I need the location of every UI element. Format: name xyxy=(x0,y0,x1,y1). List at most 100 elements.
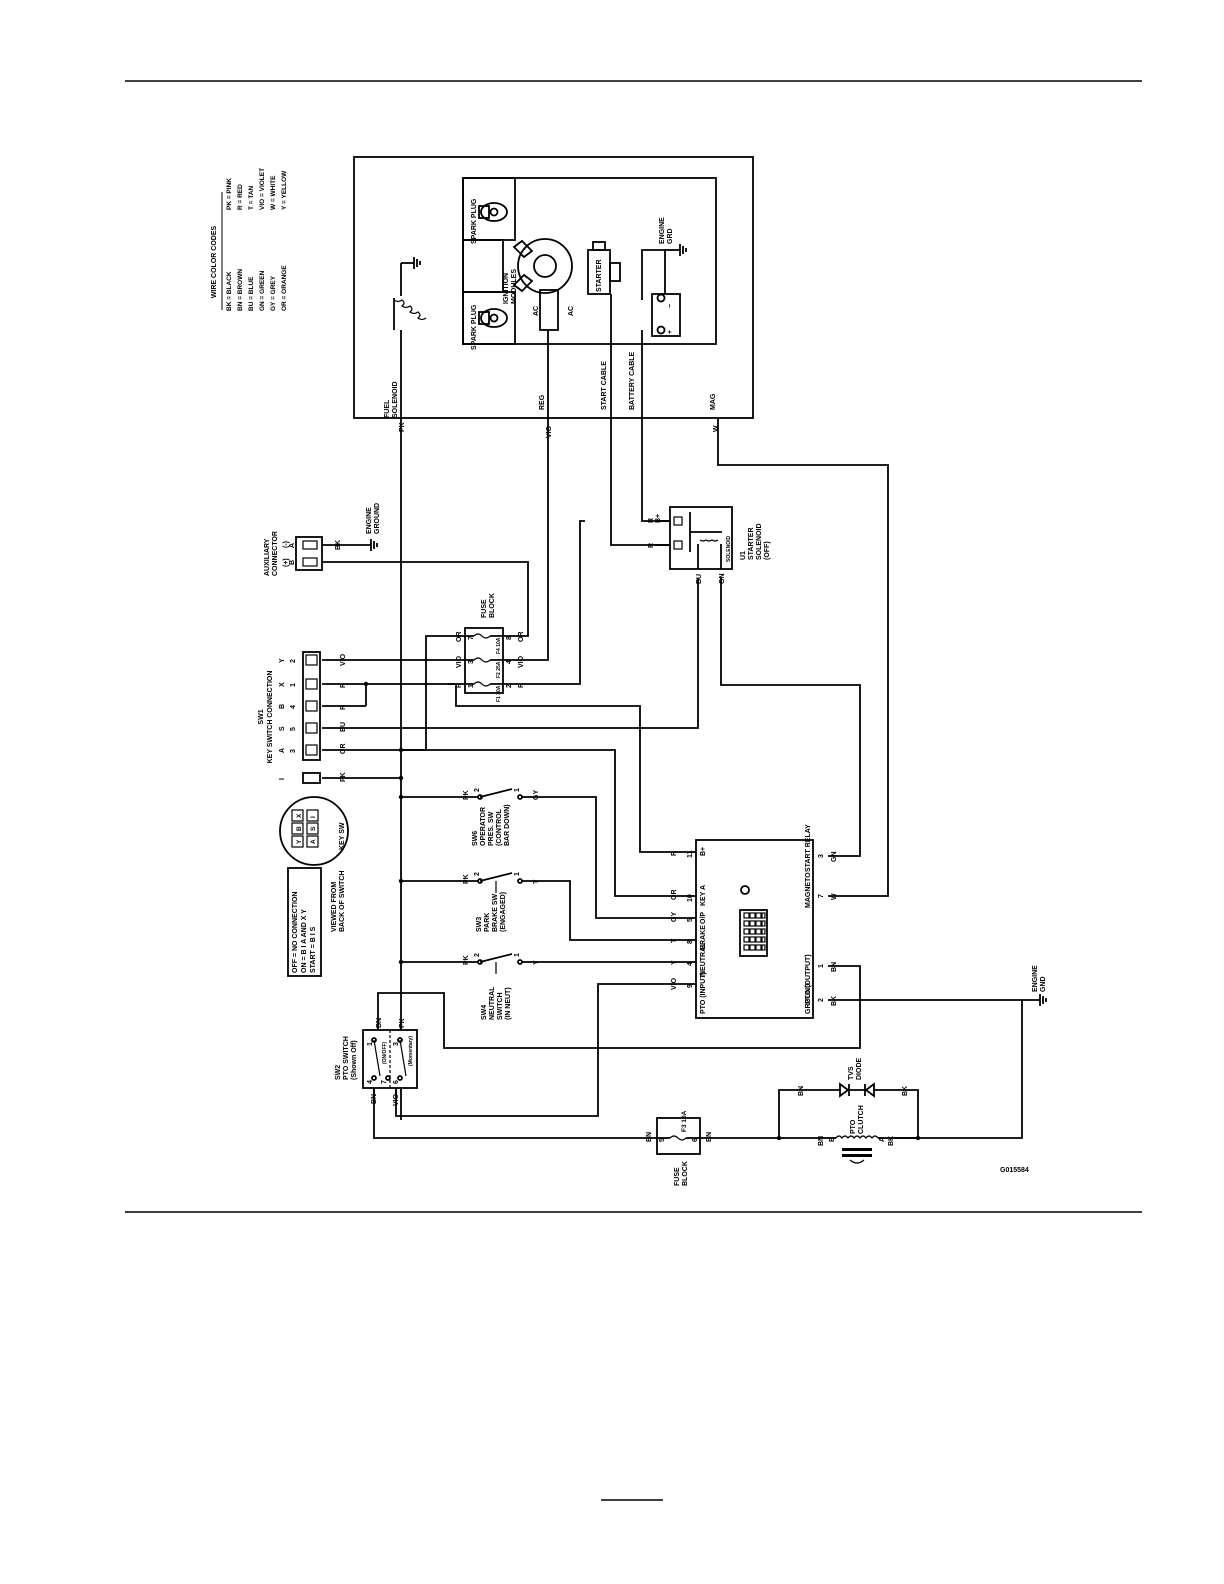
svg-text:SW2: SW2 xyxy=(335,1065,342,1080)
svg-text:5: 5 xyxy=(290,727,297,731)
svg-text:MODULES: MODULES xyxy=(511,269,518,304)
svg-text:A: A xyxy=(879,1137,886,1142)
svg-text:BK: BK xyxy=(888,1136,895,1146)
svg-text:PARK: PARK xyxy=(484,913,491,932)
svg-text:BLOCK: BLOCK xyxy=(489,593,496,618)
svg-text:ENGINE: ENGINE xyxy=(366,507,373,534)
svg-text:START RELAY: START RELAY xyxy=(805,824,812,872)
svg-text:PTO (OUTPUT): PTO (OUTPUT) xyxy=(805,954,812,1004)
svg-text:(ON/OFF): (ON/OFF) xyxy=(382,1041,388,1064)
engine-gnd-icon xyxy=(1039,994,1047,1006)
tvs-diode-icon xyxy=(839,1082,875,1098)
svg-text:GROUND: GROUND xyxy=(374,503,381,534)
svg-text:SW4: SW4 xyxy=(481,1005,488,1020)
svg-text:I: I xyxy=(310,816,317,818)
svg-text:B: B xyxy=(279,704,286,709)
svg-text:A: A xyxy=(310,839,317,844)
starter-solenoid: R B+ R SOLENOID U1 STARTER SOLENOID (OFF… xyxy=(648,506,771,584)
key-switch-connector: SW1 KEY SWITCH CONNECTION Y X B S A I 2 … xyxy=(258,651,347,784)
svg-text:PK = PINK: PK = PINK xyxy=(226,178,233,210)
svg-text:SW1: SW1 xyxy=(258,709,265,724)
svg-text:OR: OR xyxy=(518,632,525,643)
svg-text:NEUTRAL: NEUTRAL xyxy=(700,942,707,976)
svg-text:BK: BK xyxy=(902,1086,909,1096)
svg-text:2: 2 xyxy=(506,684,513,688)
svg-text:GY: GY xyxy=(533,790,540,800)
svg-text:BU: BU xyxy=(696,574,703,584)
svg-text:OR: OR xyxy=(456,632,463,643)
svg-text:1: 1 xyxy=(468,684,475,688)
svg-text:GN: GN xyxy=(831,852,838,863)
svg-text:+: + xyxy=(667,330,674,334)
svg-text:FUSE: FUSE xyxy=(674,1167,681,1186)
svg-text:SW3: SW3 xyxy=(476,917,483,932)
svg-text:4: 4 xyxy=(506,660,513,664)
svg-text:2: 2 xyxy=(818,998,825,1002)
svg-text:BN: BN xyxy=(646,1132,653,1142)
svg-text:6: 6 xyxy=(393,1080,400,1084)
engine-assembly: SPARK PLUG SPARK PLUG IGNITION MODULES A… xyxy=(353,156,754,419)
svg-text:7: 7 xyxy=(468,636,475,640)
svg-text:1: 1 xyxy=(514,953,521,957)
svg-text:AC: AC xyxy=(568,306,575,316)
svg-text:8: 8 xyxy=(506,636,513,640)
svg-text:4: 4 xyxy=(290,705,297,709)
svg-text:BN: BN xyxy=(706,1132,713,1142)
svg-text:TVS: TVS xyxy=(848,1066,855,1080)
svg-text:BK: BK xyxy=(335,540,342,550)
svg-text:T = TAN: T = TAN xyxy=(248,185,255,210)
svg-text:VIO = VIOLET: VIO = VIOLET xyxy=(259,168,266,210)
interlock-controller: 11 B+ R 10 KEY A OR 5 O/P GY 8 BRAKE T 4… xyxy=(671,824,838,1019)
svg-text:SW6: SW6 xyxy=(472,831,479,846)
battery-icon xyxy=(651,293,681,337)
svg-text:MAGNETO: MAGNETO xyxy=(805,872,812,908)
svg-text:Y: Y xyxy=(671,960,678,965)
svg-text:R: R xyxy=(648,543,655,548)
svg-text:GND: GND xyxy=(1040,976,1047,992)
svg-text:BLOCK: BLOCK xyxy=(682,1161,689,1186)
svg-text:Y: Y xyxy=(533,960,540,965)
svg-text:B: B xyxy=(296,826,303,831)
svg-text:A: A xyxy=(289,543,296,548)
svg-text:W: W xyxy=(831,893,838,900)
svg-text:2: 2 xyxy=(474,788,481,792)
flywheel-icon xyxy=(512,238,573,294)
svg-text:U1: U1 xyxy=(740,551,747,560)
starter-motor-icon xyxy=(587,241,621,295)
svg-text:R: R xyxy=(456,683,463,688)
svg-text:BK = BLACK: BK = BLACK xyxy=(226,271,233,311)
wiring xyxy=(322,294,1040,1141)
svg-text:(Momentary): (Momentary) xyxy=(408,1036,414,1066)
svg-text:GY = GREY: GY = GREY xyxy=(270,275,277,311)
svg-text:10: 10 xyxy=(687,894,694,902)
figure-id: G015584 xyxy=(1000,1167,1029,1174)
spark-plug-top-icon xyxy=(478,202,508,222)
svg-text:ENGINE: ENGINE xyxy=(659,217,666,244)
svg-text:Y: Y xyxy=(296,839,303,844)
svg-text:SWITCH: SWITCH xyxy=(497,992,504,1020)
svg-text:F4 10A: F4 10A xyxy=(496,637,502,654)
ignition-panel xyxy=(462,177,717,345)
svg-text:START CABLE: START CABLE xyxy=(601,361,608,410)
svg-text:BRAKE: BRAKE xyxy=(700,925,707,950)
svg-text:3: 3 xyxy=(290,749,297,753)
auxiliary-connector: AUXILIARY CONNECTOR (+) (-) B A BK ENGIN… xyxy=(264,503,381,576)
svg-text:VIO: VIO xyxy=(393,1093,400,1106)
svg-text:BRAKE SW: BRAKE SW xyxy=(492,893,499,932)
svg-text:NEUTRAL: NEUTRAL xyxy=(489,986,496,1020)
svg-text:BN = BROWN: BN = BROWN xyxy=(237,269,244,311)
pto-switch: (ON/OFF) (Momentary) 1 3 4 7 6 BN PK BN … xyxy=(335,1018,418,1106)
svg-text:B+: B+ xyxy=(700,847,707,856)
svg-text:AC: AC xyxy=(533,306,540,316)
svg-text:PRES. SW: PRES. SW xyxy=(488,811,495,846)
svg-text:KEY SWITCH CONNECTION: KEY SWITCH CONNECTION xyxy=(267,671,274,764)
svg-text:(-): (-) xyxy=(283,541,290,548)
svg-text:OPERATOR: OPERATOR xyxy=(480,807,487,846)
svg-text:(+): (+) xyxy=(283,558,290,567)
park-brake-switch: PK T 2 1 SW3 PARK BRAKE SW (ENGAGED) xyxy=(463,872,540,932)
svg-text:R: R xyxy=(340,683,347,688)
operator-presence-switch: PK GY 2 1 SW6 OPERATOR PRES. SW (CONTROL… xyxy=(463,788,540,846)
svg-text:AUXILIARY: AUXILIARY xyxy=(264,538,271,576)
